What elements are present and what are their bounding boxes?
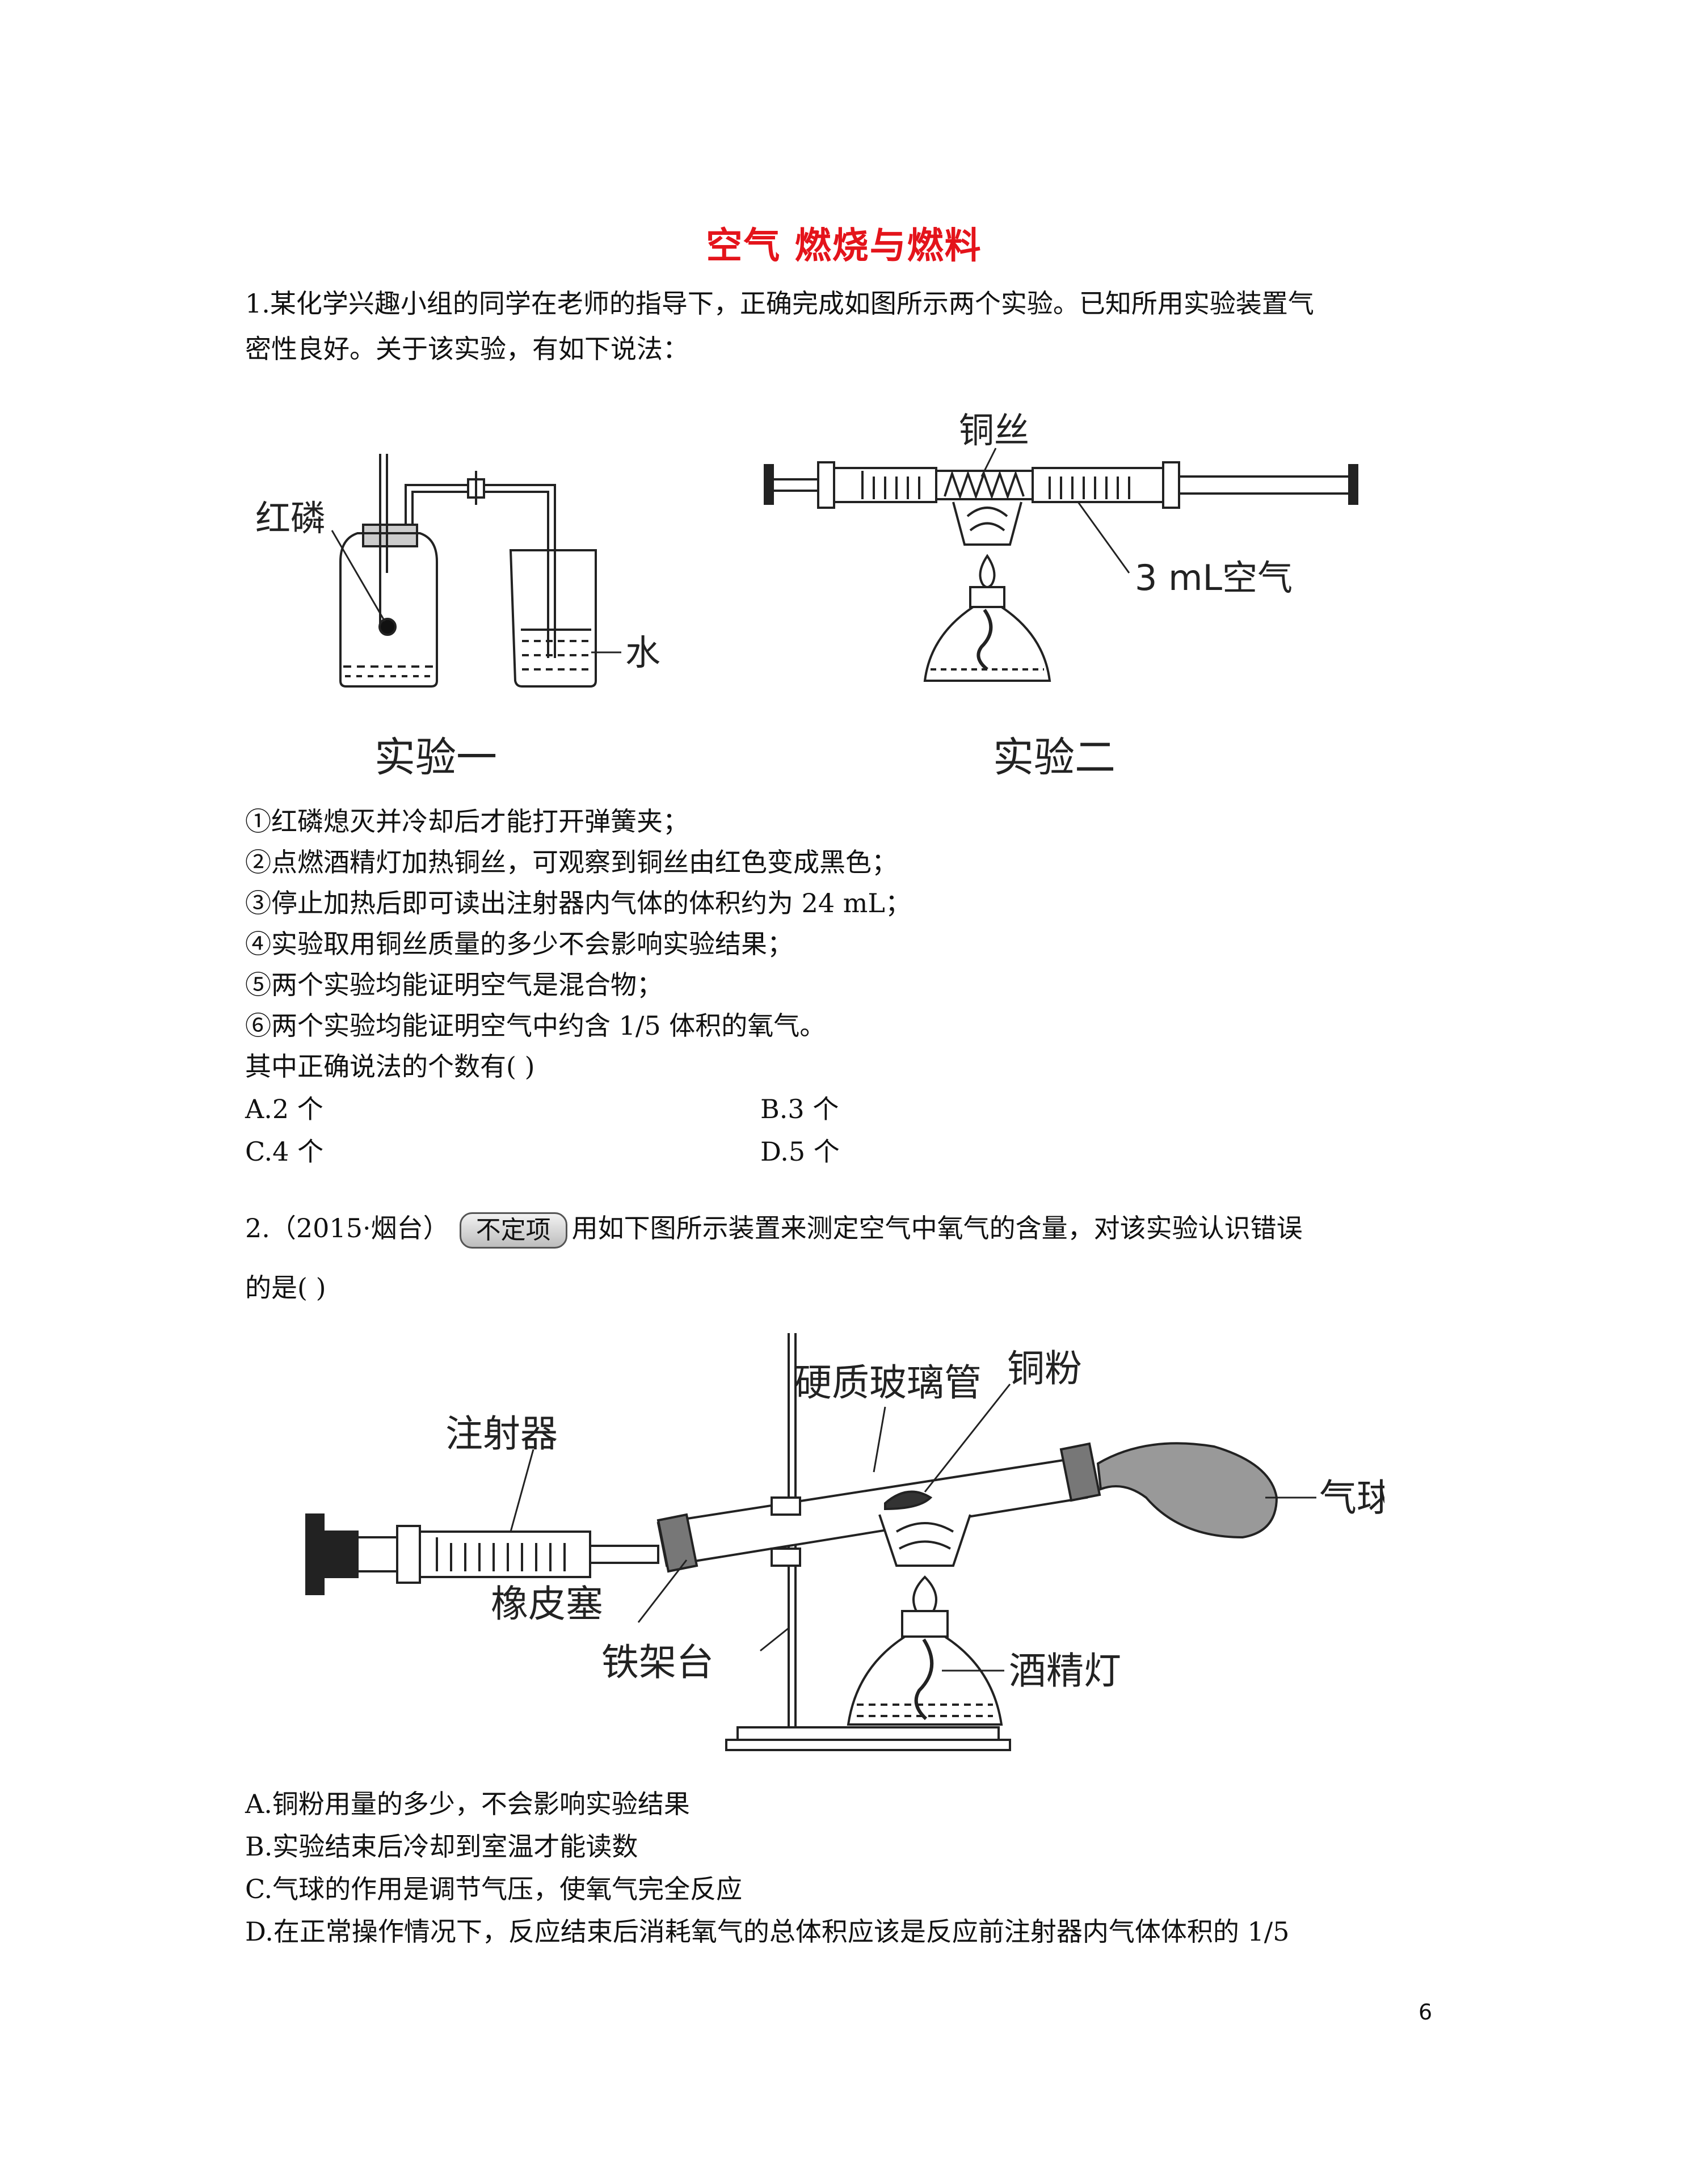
q1-stem-line2: 密性良好。关于该实验，有如下说法： [245,334,689,364]
q2-prefix: 2.（2015·烟台） [245,1213,449,1243]
q2-option-c: C.气球的作用是调节气压，使氧气完全反应 [245,1874,743,1904]
q1-statement-5: ⑤两个实验均能证明空气是混合物； [245,969,663,1000]
label-glass-tube: 硬质玻璃管 [794,1361,982,1405]
q2-type-badge: 不定项 [459,1212,567,1249]
experiment2-apparatus [764,448,1358,682]
q1-statement-2: ②点燃酒精灯加热铜丝，可观察到铜丝由红色变成黑色； [245,847,898,878]
q1-question: 其中正确说法的个数有( ) [245,1051,535,1082]
label-water: 水 [625,632,660,673]
label-red-phosphorus: 红磷 [255,497,326,539]
q2-option-a: A.铜粉用量的多少，不会影响实验结果 [245,1789,690,1819]
q1-statement-4: ④实验取用铜丝质量的多少不会影响实验结果； [245,929,793,959]
label-air-volume: 3 mL空气 [1135,557,1293,598]
q1-option-d: D.5 个 [760,1136,840,1167]
caption-experiment1: 实验一 [374,733,497,781]
q2-stem-rest: 用如下图所示装置来测定空气中氧气的含量，对该实验认识错误 [571,1213,1303,1243]
page-title: 空气 燃烧与燃料 [706,225,982,267]
label-rubber-stopper: 橡皮塞 [491,1582,603,1626]
q2-figure: 注射器 硬质玻璃管 铜粉 气球 橡皮塞 铁架台 酒精灯 [305,1333,1384,1751]
q2-apparatus [305,1333,1316,1751]
q2-stem-line2: 的是( ) [245,1272,326,1303]
q1-statement-3: ③停止加热后即可读出注射器内气体的体积约为 24 mL； [245,888,911,918]
label-copper-powder: 铜粉 [1007,1347,1082,1390]
experiment1-apparatus [331,454,621,688]
caption-experiment2: 实验二 [993,733,1115,781]
q1-option-a: A.2 个 [245,1094,323,1124]
q1-option-b: B.3 个 [760,1094,839,1124]
q2-option-d: D.在正常操作情况下，反应结束后消耗氧气的总体积应该是反应前注射器内气体体积的 … [245,1916,1290,1947]
q1-stem-line1: 1.某化学兴趣小组的同学在老师的指导下，正确完成如图所示两个实验。已知所用实验装… [245,288,1314,319]
label-balloon: 气球 [1319,1476,1384,1520]
page-number: 6 [1418,2000,1433,2025]
q1-statement-6: ⑥两个实验均能证明空气中约含 1/5 体积的氧气。 [245,1010,826,1041]
label-alcohol-lamp: 酒精灯 [1009,1649,1121,1693]
label-iron-stand: 铁架台 [601,1641,714,1684]
label-copper-wire: 铜丝 [959,410,1029,451]
label-syringe: 注射器 [445,1412,558,1456]
q1-statement-1: ①红磷熄灭并冷却后才能打开弹簧夹； [245,806,689,837]
q1-figure: 红磷 水 实验一 铜丝 3 mL空气 实验二 [255,410,1358,781]
q1-option-c: C.4 个 [245,1136,324,1167]
q2-option-b: B.实验结束后冷却到室温才能读数 [245,1831,638,1862]
q2-stem-line1: 2.（2015·烟台） 不定项用如下图所示装置来测定空气中氧气的含量，对该实验认识… [245,1211,1303,1249]
